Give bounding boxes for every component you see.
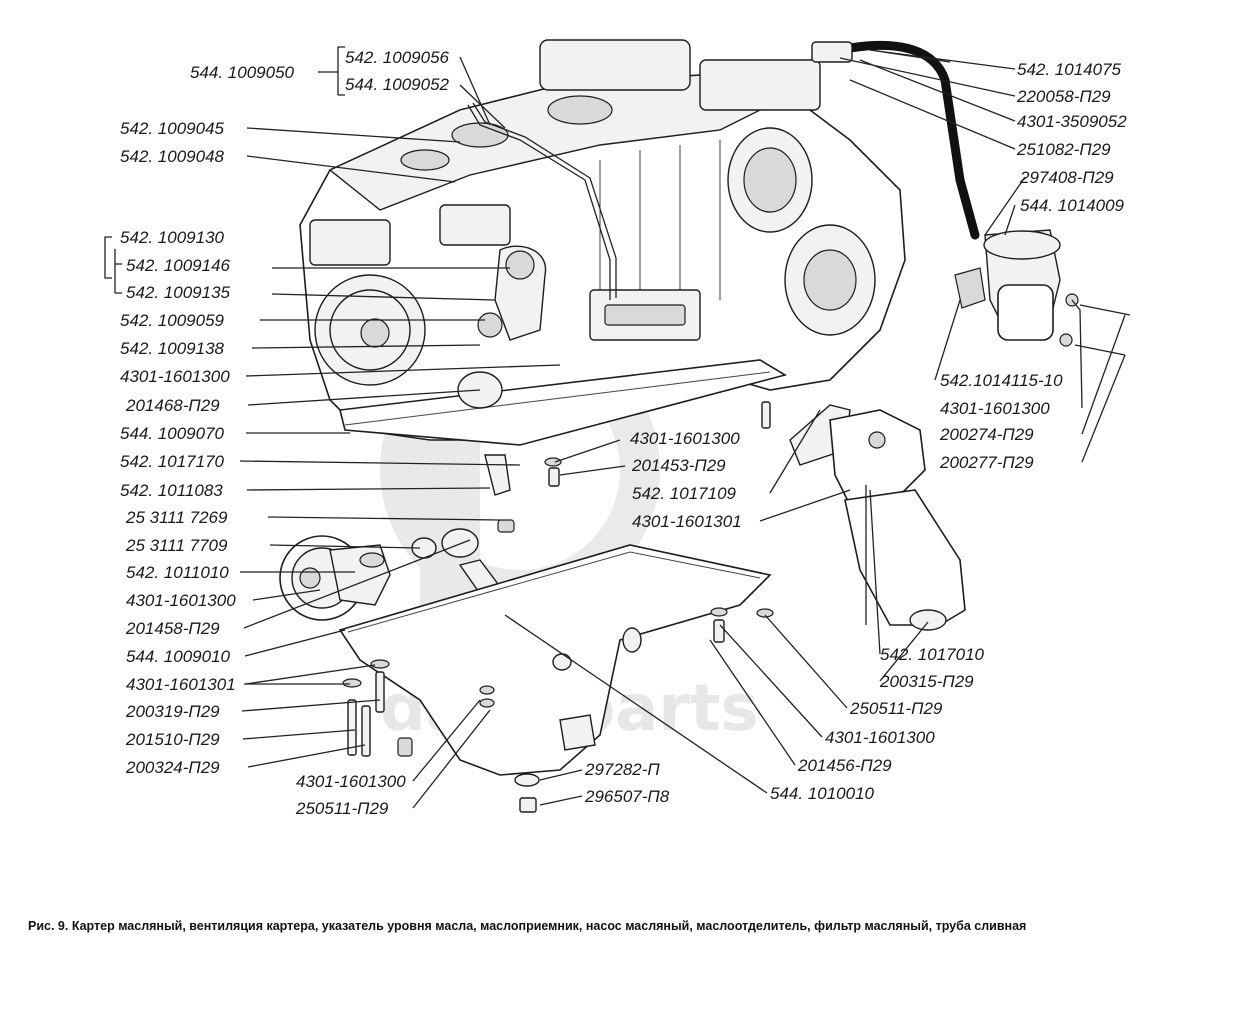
part-label: 4301-1601301 — [126, 675, 236, 694]
part-label: 201458-П29 — [125, 619, 220, 638]
bolts-and-washers — [342, 401, 774, 757]
part-label: 542. 1009135 — [126, 283, 231, 302]
part-label: 542.1014115-10 — [940, 371, 1063, 390]
part-label: 542. 1009048 — [120, 147, 225, 166]
part-label: 544. 1009070 — [120, 424, 225, 443]
part-label: 542. 1017170 — [120, 452, 225, 471]
part-label: 544. 1010010 — [770, 784, 875, 803]
oil-pump — [279, 519, 515, 621]
part-label: 201453-П29 — [631, 456, 726, 475]
part-label: 542. 1009059 — [120, 311, 225, 330]
part-label: 201510-П29 — [125, 730, 220, 749]
part-label: 4301-1601300 — [630, 429, 740, 448]
part-label: 201468-П29 — [125, 396, 220, 415]
part-label: 544. 1009010 — [126, 647, 231, 666]
part-label: 251082-П29 — [1016, 140, 1111, 159]
part-label: 542. 1009138 — [120, 339, 225, 358]
part-label: 200324-П29 — [125, 758, 220, 777]
part-label: 542. 1009146 — [126, 256, 231, 275]
labels-center: 4301-1601300 201453-П29 542. 1017109 430… — [295, 429, 742, 818]
part-label: 297408-П29 — [1019, 168, 1114, 187]
part-label: 201456-П29 — [797, 756, 892, 775]
part-label: 4301-3509052 — [1017, 112, 1127, 131]
labels-left: 544. 1009050 542. 1009056 544. 1009052 5… — [120, 48, 450, 777]
part-label: 542. 1009056 — [345, 48, 450, 67]
figure-caption: Рис. 9. Картер масляный, вентиляция карт… — [28, 919, 1026, 933]
part-label: 544. 1009050 — [190, 63, 295, 82]
part-label: 200277-П29 — [939, 453, 1034, 472]
part-label: 542. 1011010 — [126, 563, 229, 582]
part-label: 4301-1601301 — [632, 512, 742, 531]
part-label: 220058-П29 — [1016, 87, 1111, 106]
part-label: 542. 1017010 — [880, 645, 985, 664]
part-label: 200274-П29 — [939, 425, 1034, 444]
part-label: 542. 1009130 — [120, 228, 225, 247]
part-label: 542. 1017109 — [632, 484, 737, 503]
oil-pan — [338, 544, 772, 813]
part-label: 542. 1009045 — [120, 119, 225, 138]
part-label: 542. 1014075 — [1017, 60, 1122, 79]
part-label: 4301-1601300 — [825, 728, 935, 747]
part-label: 4301-1601300 — [940, 399, 1050, 418]
part-label: 296507-П8 — [584, 787, 670, 806]
part-label: 4301-1601300 — [126, 591, 236, 610]
part-label: 25 3111 7709 — [125, 536, 228, 555]
oil-filter — [789, 404, 966, 631]
part-label: 250511-П29 — [295, 799, 389, 818]
part-label: 297282-П — [584, 760, 660, 779]
oil-separator — [811, 40, 1131, 356]
part-label: 4301-1601300 — [120, 367, 230, 386]
part-label: 544. 1009052 — [345, 75, 450, 94]
part-label: 544. 1014009 — [1020, 196, 1125, 215]
labels-right: 542. 1014075 220058-П29 4301-3509052 251… — [770, 60, 1127, 803]
engine-block — [299, 39, 906, 446]
part-label: 200319-П29 — [125, 702, 220, 721]
part-label: 542. 1011083 — [120, 481, 223, 500]
part-label: 4301-1601300 — [296, 772, 406, 791]
part-label: 250511-П29 — [849, 699, 943, 718]
part-label: 200315-П29 — [879, 672, 974, 691]
leader-lines — [104, 46, 1126, 809]
part-label: 25 3111 7269 — [125, 508, 228, 527]
